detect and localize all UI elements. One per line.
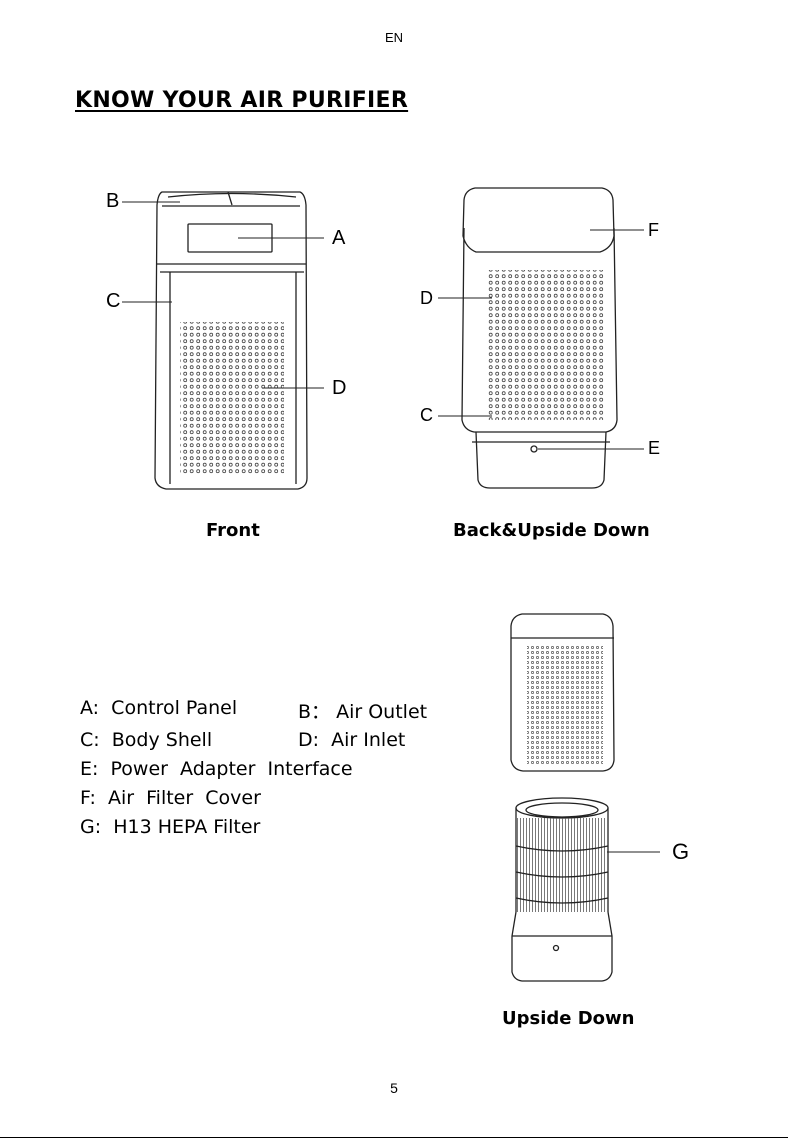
legend-key: F: — [80, 787, 96, 809]
legend-item-b: B： Air Outlet — [298, 697, 427, 724]
legend-item-e: E: Power Adapter Interface — [80, 758, 353, 780]
callout-e-back: E — [648, 438, 660, 459]
page-number: 5 — [0, 1080, 788, 1096]
legend-text: Control Panel — [111, 697, 237, 719]
filter-cover-drawing — [511, 614, 614, 771]
legend-item-g: G: H13 HEPA Filter — [80, 816, 260, 838]
front-unit-drawing — [155, 192, 307, 489]
callout-b-front: B — [106, 190, 119, 213]
legend-key: A: — [80, 697, 99, 719]
hepa-filter-drawing — [512, 798, 612, 981]
callout-d-front: D — [332, 377, 346, 400]
legend-item-a: A: Control Panel — [80, 697, 237, 719]
legend-item-f: F: Air Filter Cover — [80, 787, 261, 809]
legend-text: Air Outlet — [336, 701, 427, 723]
caption-front: Front — [206, 520, 260, 541]
legend-item-d: D: Air Inlet — [298, 729, 405, 751]
legend-text: Body Shell — [112, 729, 212, 751]
legend-key: G: — [80, 816, 101, 838]
caption-upside-down: Upside Down — [502, 1008, 635, 1029]
legend-text: Air Inlet — [331, 729, 405, 751]
legend-item-c: C: Body Shell — [80, 729, 212, 751]
legend-text: Power Adapter Interface — [111, 758, 353, 780]
caption-back: Back&Upside Down — [453, 520, 650, 541]
legend-key: D: — [298, 729, 319, 751]
callout-f-back: F — [648, 220, 659, 241]
callout-c-back: C — [420, 405, 433, 426]
callout-c-front: C — [106, 290, 120, 313]
back-unit-drawing — [462, 188, 617, 488]
legend-text: Air Filter Cover — [108, 787, 261, 809]
legend-key: C: — [80, 729, 100, 751]
callout-d-back: D — [420, 288, 433, 309]
callout-a-front: A — [332, 227, 345, 250]
callout-g-upside: G — [672, 839, 689, 865]
legend-key: B： — [298, 701, 330, 723]
legend-key: E: — [80, 758, 98, 780]
bottom-rule — [0, 1137, 788, 1138]
legend-text: H13 HEPA Filter — [113, 816, 260, 838]
